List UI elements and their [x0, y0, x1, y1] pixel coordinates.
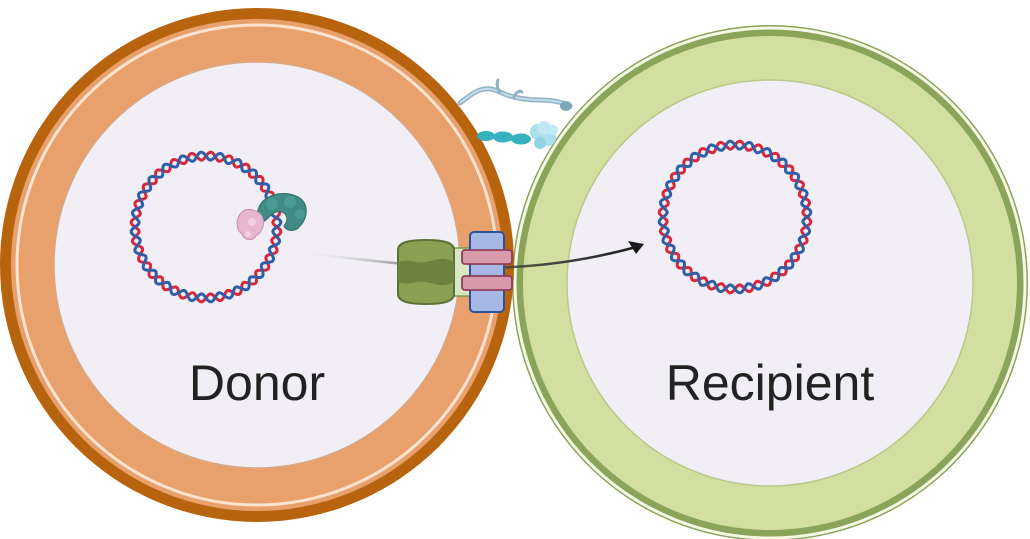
relaxase-enzyme-icon — [236, 193, 307, 241]
recipient-plasmid-dna-icon — [657, 139, 813, 295]
recipient-label: Recipient — [666, 355, 875, 411]
pilus-tip-protein — [530, 121, 558, 149]
donor-label: Donor — [189, 355, 325, 411]
conjugation-pilus-icon — [457, 78, 573, 149]
donor-plasmid-dna-icon — [129, 150, 283, 304]
donor-cell: Donor — [0, 8, 514, 522]
type-iv-secretion-system-icon — [397, 231, 513, 313]
